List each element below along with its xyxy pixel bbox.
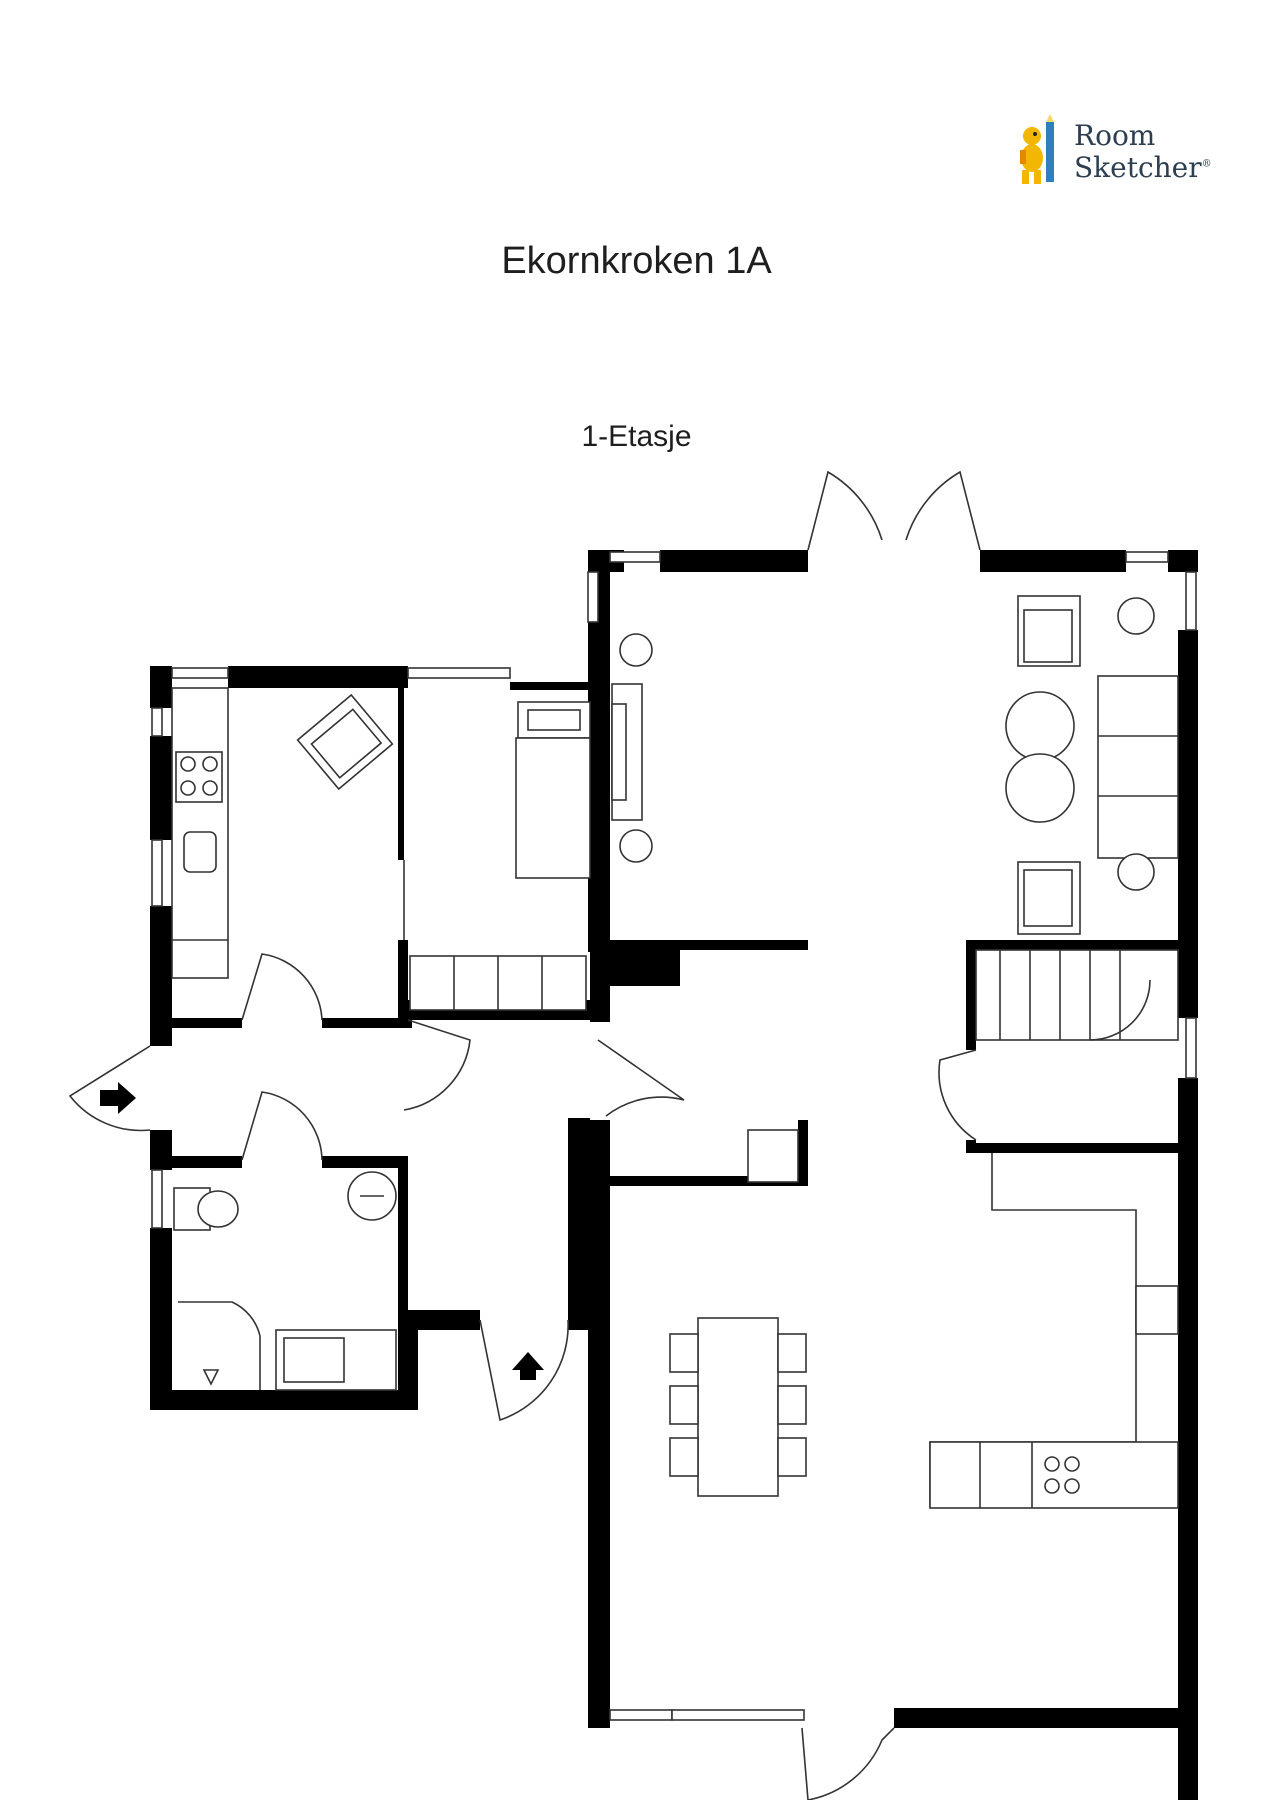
- west-bedroom: [409, 701, 591, 1011]
- brand-line-2: Sketcher®: [1074, 154, 1212, 182]
- doors: [68, 470, 981, 1800]
- brand-line-1: Room: [1074, 119, 1156, 152]
- entry-arrow-west-icon: [100, 1082, 136, 1114]
- entry-arrow-north-icon: [512, 1352, 544, 1380]
- kitchen-dining: [669, 1129, 1179, 1509]
- living-room: [611, 595, 1179, 935]
- plan-title: Ekornkroken 1A: [501, 240, 772, 282]
- windows: [151, 551, 1197, 1721]
- roomsketcher-logo: Room Sketcher®: [1012, 114, 1212, 194]
- roomsketcher-mascot-icon: [1020, 114, 1054, 184]
- west-living-room: [296, 693, 405, 940]
- brand-line-2-text: Sketcher: [1074, 151, 1202, 184]
- armchair-icon: [296, 693, 394, 791]
- bathroom: [173, 1171, 397, 1391]
- stairs: [975, 949, 1179, 1041]
- floor-label: 1-Etasje: [581, 420, 692, 453]
- entrance-arrows: [100, 1082, 544, 1380]
- registered-mark: ®: [1201, 158, 1212, 170]
- west-kitchen: [171, 687, 229, 979]
